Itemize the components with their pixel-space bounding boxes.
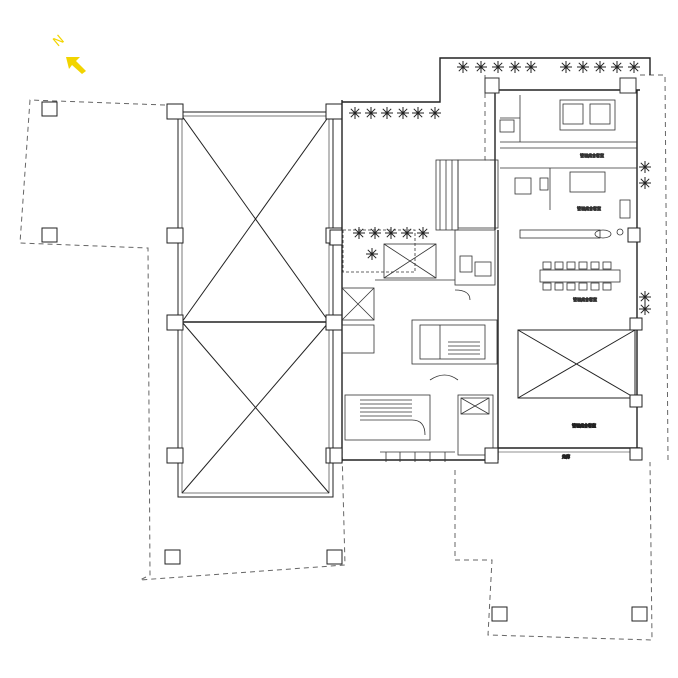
north-label: N (51, 32, 68, 50)
terrace-outline (19, 74, 669, 641)
atrium-void (177, 111, 334, 498)
building-walls (341, 57, 651, 461)
room-label-2: 管理處會客室 (577, 205, 601, 211)
plant-icon (348, 60, 652, 316)
room-label-3: 管理處會客室 (573, 296, 597, 302)
meeting-table: 管理處會客室 (539, 261, 621, 302)
corridor-label: 走廊 (562, 453, 570, 459)
room-label-4: 管理處會客室 (572, 422, 596, 428)
room-label-1: 管理處會客室 (580, 152, 604, 158)
north-arrow-icon: N (51, 32, 86, 74)
central-core (329, 159, 499, 464)
guest-suite: 管理處會客室 管理處會客室 (484, 77, 641, 243)
columns-outer (41, 101, 648, 622)
right-void: 管理處會客室 走廊 (517, 317, 643, 461)
